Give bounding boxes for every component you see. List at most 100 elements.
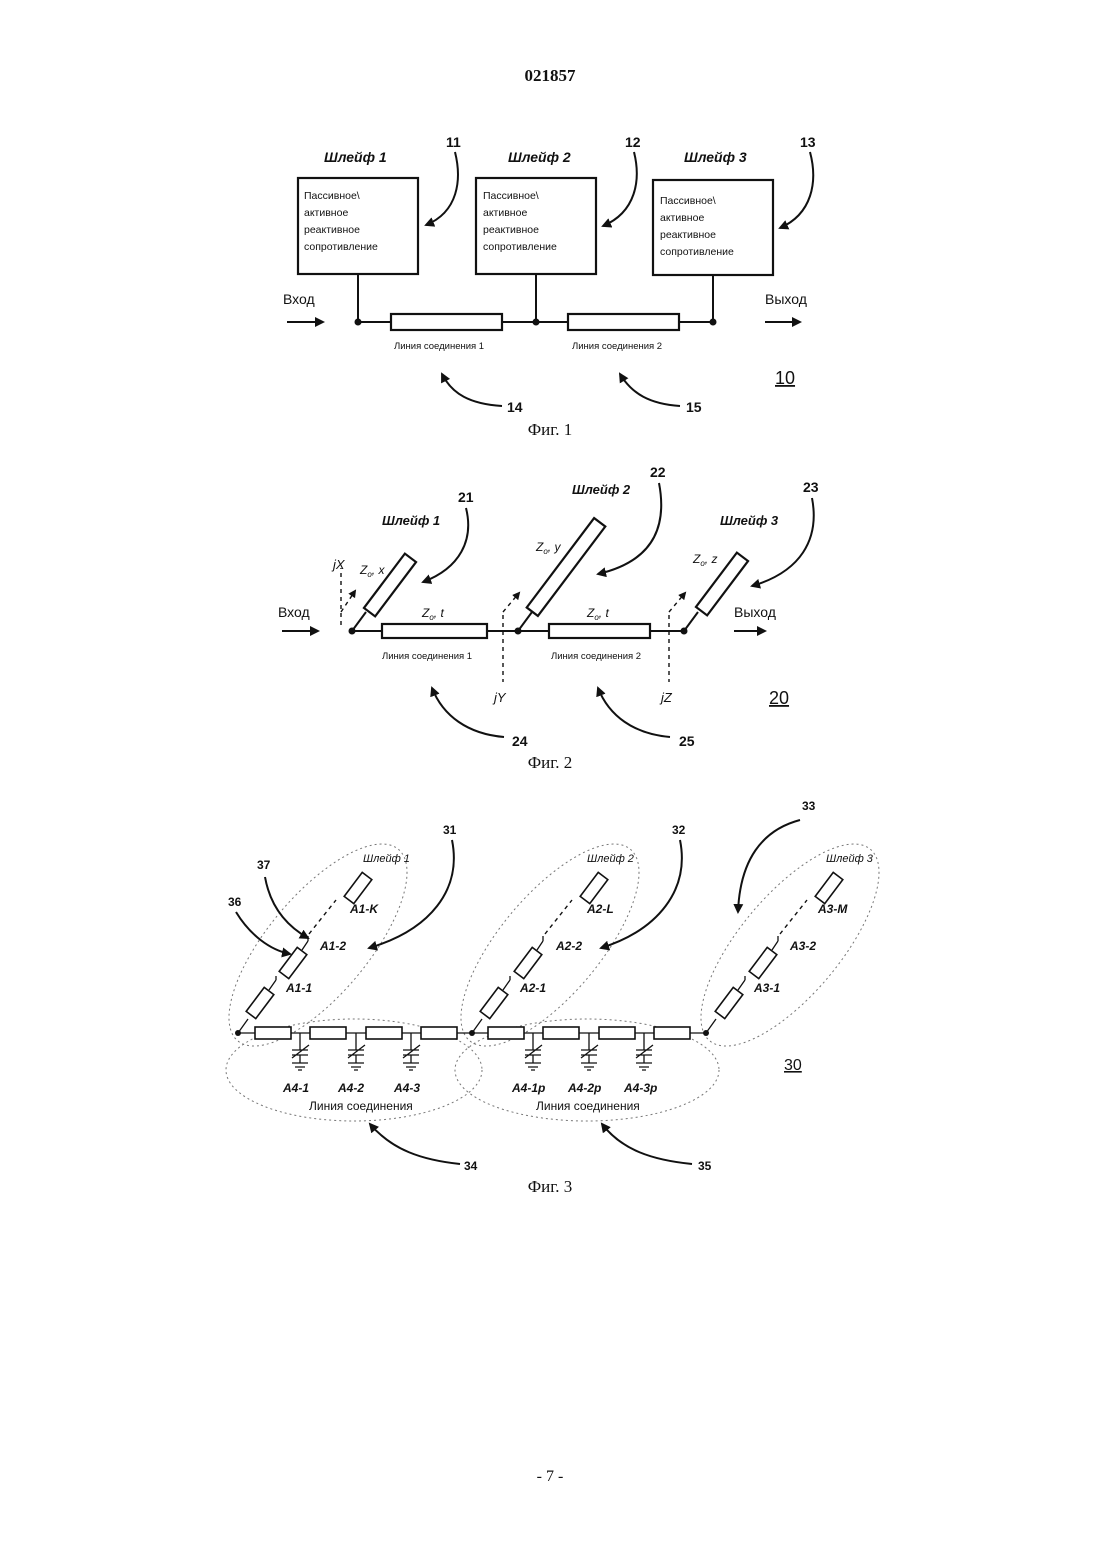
fig3-stub-3-element-2 xyxy=(749,947,777,978)
fig3-ref-37-arrow xyxy=(265,877,308,938)
fig1-figure-ref: 10 xyxy=(775,368,795,388)
fig1-stub-3-line-2: активное xyxy=(660,212,704,224)
fig1-output-label: Выход xyxy=(765,291,807,307)
fig3-stub-1-element-k xyxy=(344,872,372,903)
fig3-stub-2-element-2 xyxy=(514,947,542,978)
fig2-stub-2-title: Шлейф 2 xyxy=(572,482,631,497)
fig2-ref-22: 22 xyxy=(650,464,666,480)
fig1-stub-3: Шлейф 3 Пассивное\ активное реактивное с… xyxy=(653,134,816,275)
fig2-stub-2-element xyxy=(527,518,606,616)
fig3-cap-label-a4-2p: A4-2p xyxy=(567,1081,601,1095)
fig2-ref-23-arrow xyxy=(752,498,814,586)
fig2-ref-23: 23 xyxy=(803,479,819,495)
fig3-capacitor-a4-2 xyxy=(348,1033,365,1070)
fig2-jz-arrow xyxy=(669,593,685,612)
fig3-capacitor-a4-1 xyxy=(292,1033,309,1070)
fig3-stub-3-link-1 xyxy=(738,976,745,990)
fig3-stub-1-element-1 xyxy=(246,987,274,1018)
fig3-stub-2-continuation xyxy=(545,900,572,934)
fig3-ref-35-arrow xyxy=(602,1124,692,1164)
fig2-ref-25-arrow xyxy=(598,688,670,737)
fig2-caption: Фиг. 2 xyxy=(0,753,1100,773)
fig1-ref-12: 12 xyxy=(625,134,641,150)
fig3-stub-3-element-1 xyxy=(715,987,743,1018)
fig2-figure-ref: 20 xyxy=(769,688,789,708)
fig2-stub-2-param: Zo, y xyxy=(535,540,561,556)
fig1-stub-2-title: Шлейф 2 xyxy=(508,149,571,165)
fig3-figure-ref: 30 xyxy=(784,1057,802,1074)
page-number: - 7 - xyxy=(0,1468,1100,1486)
fig3-label-a2-2: A2-2 xyxy=(555,939,582,953)
fig2-jy-label: jY xyxy=(492,690,507,705)
fig1-ref-14: 14 xyxy=(507,399,523,415)
fig3-ref-35: 35 xyxy=(698,1159,712,1173)
fig2-line-2-param: Zo, t xyxy=(586,606,609,622)
fig3-line-2-segment-1 xyxy=(488,1027,524,1039)
fig1-stub-1: Шлейф 1 Пассивное\ активное реактивное с… xyxy=(298,134,461,274)
fig3-ref-32: 32 xyxy=(672,823,686,837)
fig1-stub-3-line-1: Пассивное\ xyxy=(660,195,716,207)
fig1-stub-2-line-4: сопротивление xyxy=(483,241,557,253)
fig1-line-1-element xyxy=(391,314,502,330)
fig2-input-label: Вход xyxy=(278,604,310,620)
fig2-line-1-label: Линия соединения 1 xyxy=(382,651,472,662)
fig3-stub-3-title: Шлейф 3 xyxy=(826,853,874,865)
fig3-line-1-segment-4 xyxy=(421,1027,457,1039)
fig3-ref-34: 34 xyxy=(464,1159,478,1173)
fig2-ref-25: 25 xyxy=(679,733,695,749)
fig1-ref-13-arrow xyxy=(780,152,813,228)
fig1-stub-1-line-4: сопротивление xyxy=(304,241,378,253)
fig1-input-label: Вход xyxy=(283,291,315,307)
fig1-stub-1-line-2: активное xyxy=(304,207,348,219)
fig2-stub-3-title: Шлейф 3 xyxy=(720,513,779,528)
fig2-jx-arrow xyxy=(341,591,355,612)
fig1-stub-3-title: Шлейф 3 xyxy=(684,149,747,165)
fig3-ref-36-arrow xyxy=(236,912,290,954)
fig1-line-2-element xyxy=(568,314,679,330)
fig3-line-2-segment-2 xyxy=(543,1027,579,1039)
fig3-line-2-label: Линия соединения xyxy=(536,1099,640,1113)
figure-3: A4-1 A4-2 A4-3 A4-1p A4-2p A4-3p Линия с… xyxy=(199,799,908,1173)
fig2-stub-1-param: Zo, x xyxy=(359,563,385,579)
fig3-stub-3-element-m xyxy=(815,872,843,903)
figure-2: jX jY jZ Zo, x Zo, y Zo, z Zo, t Zo, t Ш… xyxy=(278,464,819,749)
figure-1: Шлейф 1 Пассивное\ активное реактивное с… xyxy=(283,134,816,415)
fig2-jx-label: jX xyxy=(331,557,346,572)
fig2-line-1-param: Zo, t xyxy=(421,606,444,622)
fig2-stub-1-title: Шлейф 1 xyxy=(382,513,440,528)
fig3-line-1-segment-1 xyxy=(255,1027,291,1039)
fig3-capacitor-a4-1p xyxy=(525,1033,542,1070)
fig2-line-2-label: Линия соединения 2 xyxy=(551,651,641,662)
fig2-stub-3-param: Zo, z xyxy=(692,552,717,568)
fig1-stub-2: Шлейф 2 Пассивное\ активное реактивное с… xyxy=(476,134,641,274)
fig1-ref-13: 13 xyxy=(800,134,816,150)
fig2-line-2-element xyxy=(549,624,650,638)
fig2-line-1-param-suffix: , t xyxy=(434,606,445,620)
fig3-stub-1-title: Шлейф 1 xyxy=(363,853,410,865)
fig1-ref-15-arrow xyxy=(620,374,680,406)
fig3-stub-3-link-2 xyxy=(772,936,778,950)
fig2-stub-3-param-suffix: , z xyxy=(705,552,718,566)
fig3-label-a1-2: A1-2 xyxy=(319,939,346,953)
fig3-cap-label-a4-1p: A4-1p xyxy=(511,1081,545,1095)
fig3-cap-label-a4-3p: A4-3p xyxy=(623,1081,657,1095)
fig2-stub-1-lead xyxy=(352,612,366,631)
fig3-capacitor-a4-2p xyxy=(581,1033,598,1070)
fig3-ref-36: 36 xyxy=(228,895,242,909)
fig1-stub-2-line-2: активное xyxy=(483,207,527,219)
fig3-stub-1-lead xyxy=(238,1019,248,1033)
fig1-stub-2-line-3: реактивное xyxy=(483,224,539,236)
fig1-stub-3-line-3: реактивное xyxy=(660,229,716,241)
fig3-ref-37: 37 xyxy=(257,858,271,872)
fig3-stub-2-element-l xyxy=(580,872,608,903)
fig3-stub-2-title: Шлейф 2 xyxy=(587,853,634,865)
fig1-stub-1-title: Шлейф 1 xyxy=(324,149,387,165)
fig3-line-1-segment-2 xyxy=(310,1027,346,1039)
fig2-output-label: Выход xyxy=(734,604,776,620)
fig2-jy-arrow xyxy=(503,593,519,612)
fig3-ref-33: 33 xyxy=(802,799,816,813)
fig2-ref-21: 21 xyxy=(458,489,474,505)
fig3-label-a1-k: A1-K xyxy=(349,902,379,916)
fig1-caption: Фиг. 1 xyxy=(0,420,1100,440)
